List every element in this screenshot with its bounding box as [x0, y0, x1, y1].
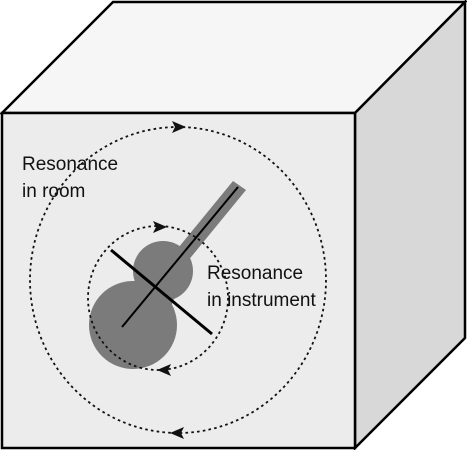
room-label-line1: Resonance	[22, 154, 118, 175]
instrument-label-line1: Resonance	[207, 263, 303, 284]
room-resonance-path	[29, 121, 327, 439]
violin-string-axis	[121, 186, 239, 328]
instrument-arrow-bottom-icon	[157, 364, 171, 376]
instrument-label: Resonance in instrument	[207, 263, 316, 311]
violin-waist	[126, 276, 174, 316]
room-label-line2: in room	[22, 181, 85, 202]
instrument-resonance-path	[87, 221, 229, 376]
room-arrow-top-icon	[172, 121, 186, 133]
room-arrow-bottom-icon	[170, 427, 184, 439]
instrument-label-line2: in instrument	[207, 290, 316, 311]
instrument-arrow-top-icon	[153, 221, 167, 233]
violin-bridge	[110, 248, 213, 336]
violin-icon	[89, 181, 246, 369]
room-label: Resonance in room	[22, 154, 118, 202]
